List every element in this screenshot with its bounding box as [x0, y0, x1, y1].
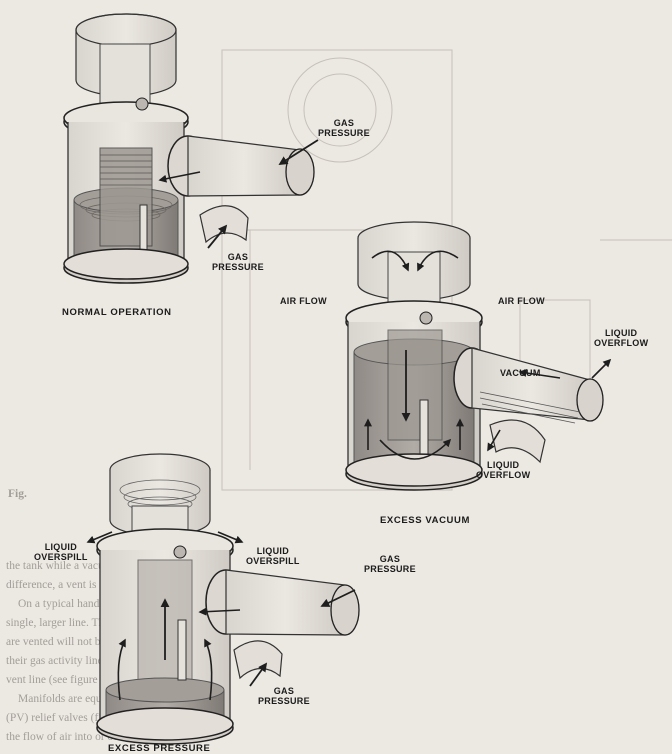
- excess-vacuum-caption: EXCESS VACUUM: [380, 515, 470, 526]
- vent-hood: [109, 453, 211, 557]
- gas-pressure-label-bottom-pressure: GAS PRESSURE: [258, 686, 310, 706]
- excess-pressure-caption: EXCESS PRESSURE: [108, 743, 211, 754]
- liquid-overflow-label-top: LIQUID OVERFLOW: [594, 328, 649, 348]
- gas-pressure-label-bottom-normal: GAS PRESSURE: [212, 252, 264, 272]
- gas-pressure-label-top-pressure: GAS PRESSURE: [364, 554, 416, 574]
- vacuum-label: VACUUM: [500, 368, 541, 378]
- vent-hood: [357, 221, 471, 313]
- normal-operation-caption: NORMAL OPERATION: [62, 307, 172, 318]
- air-flow-label-left: AIR FLOW: [280, 296, 327, 306]
- background-figure-caption: Fig.: [8, 488, 27, 500]
- bottom-flange: [63, 248, 189, 284]
- air-flow-label-right: AIR FLOW: [498, 296, 545, 306]
- liquid-overflow-label-bottom: LIQUID OVERFLOW: [476, 460, 531, 480]
- gas-inlet-pipe: [205, 569, 360, 680]
- vent-hood: [75, 13, 177, 115]
- background-text-line: the flow of air into or out...: [6, 731, 131, 743]
- liquid-overspill-label-right: LIQUID OVERSPILL: [246, 546, 300, 566]
- level-gauge: [419, 399, 429, 456]
- background-text-line: the tank while a vacuum: [6, 560, 119, 572]
- gas-inlet-pipe: [167, 135, 315, 244]
- overflow-pipe: [453, 347, 604, 464]
- gas-pressure-label-top-normal: GAS PRESSURE: [318, 118, 370, 138]
- excess-vacuum-diagram: [345, 221, 612, 491]
- level-gauge: [139, 204, 148, 256]
- liquid-overspill-label-left: LIQUID OVERSPILL: [34, 542, 88, 562]
- normal-operation-diagram: [63, 13, 319, 284]
- level-gauge: [177, 619, 187, 681]
- excess-pressure-diagram: [86, 453, 360, 745]
